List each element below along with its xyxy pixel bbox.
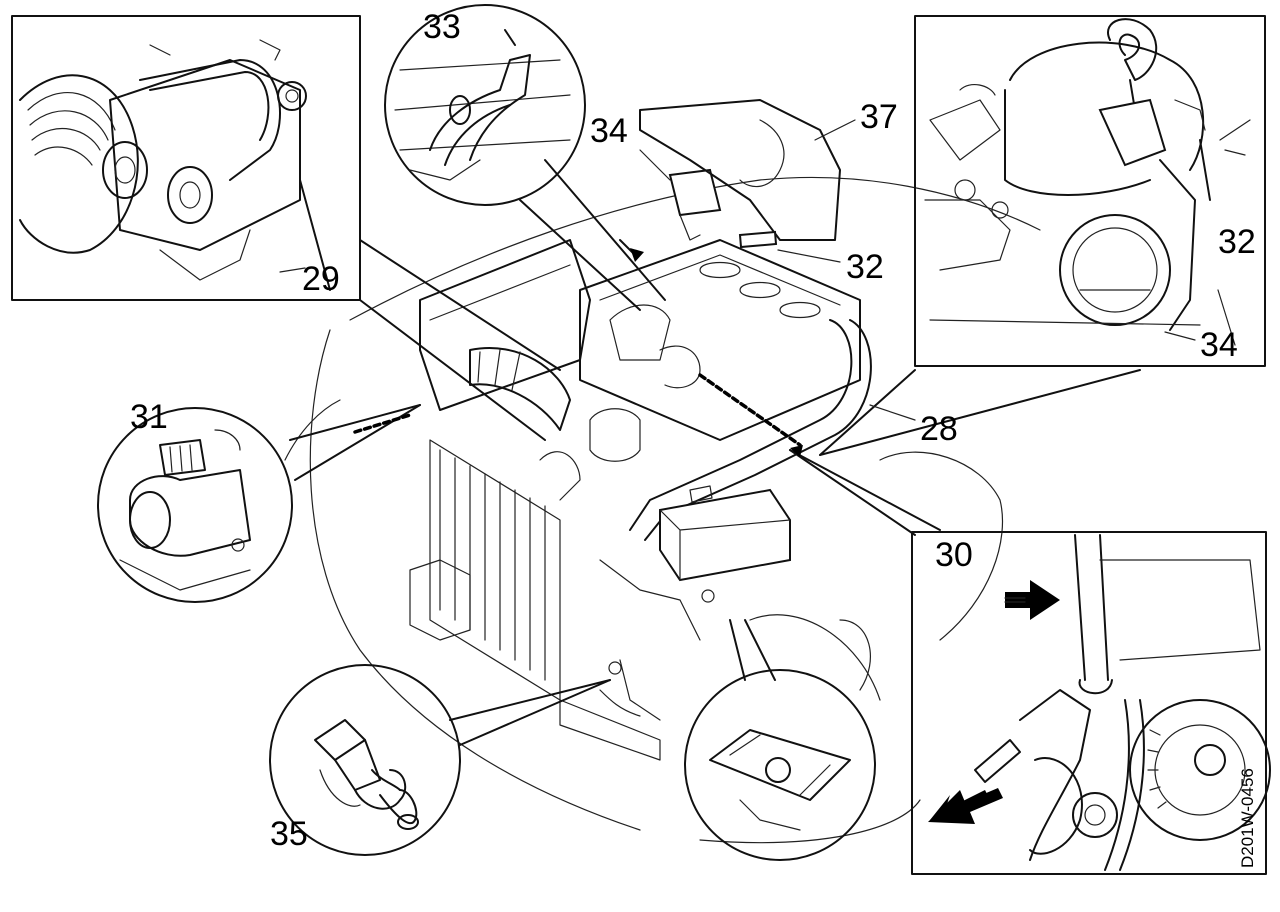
- inset-30-belt-tensioner: [911, 531, 1271, 875]
- inset-33-hose-clip: [384, 4, 586, 206]
- engine-bay-main-view: [284, 99, 1041, 844]
- callout-33: 33: [423, 8, 461, 46]
- inset-31-connector: [97, 407, 293, 603]
- figure-code: D201W-0456: [1238, 768, 1257, 868]
- callout-37: 37: [860, 98, 898, 136]
- callout-31: 31: [130, 398, 168, 436]
- callout-35: 35: [270, 815, 308, 853]
- inset-bottom-bracket: [684, 669, 876, 861]
- callout-32-main: 32: [846, 248, 884, 286]
- callout-30: 30: [935, 536, 973, 574]
- inset-35-hose-nipple: [269, 664, 461, 856]
- callout-34-main: 34: [590, 112, 628, 150]
- callout-34-inset: 34: [1200, 326, 1238, 364]
- inset-leader-lines: [289, 159, 1141, 746]
- callout-29: 29: [302, 260, 340, 298]
- inset-32-34-sensor-detail: [914, 15, 1266, 367]
- callout-28: 28: [920, 410, 958, 448]
- callout-32-inset: 32: [1218, 223, 1256, 261]
- callout-labels: 28 29 30 31 32 32 33 34 34 35 37: [130, 8, 1256, 853]
- inset-29-power-steering-pump: [11, 15, 361, 301]
